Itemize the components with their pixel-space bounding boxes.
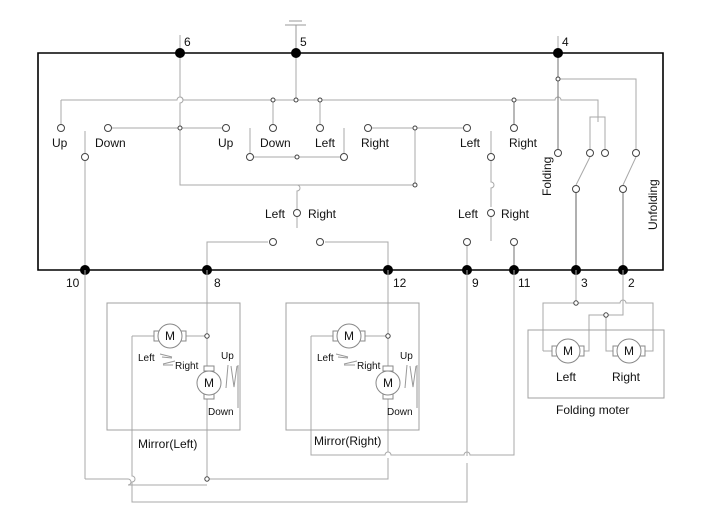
folding-motor-title: Folding moter <box>556 403 629 417</box>
wire <box>85 478 207 486</box>
motor-icon <box>157 323 183 349</box>
mirror-left: M M Left Right Up Down <box>106 302 241 431</box>
label-up: Up <box>221 351 234 362</box>
motor-icon <box>616 338 642 364</box>
wire <box>605 315 614 352</box>
arrow-icon <box>225 364 239 408</box>
label-right: Right <box>357 361 381 372</box>
arrow-icon <box>335 353 349 359</box>
label-left: Left <box>317 353 334 364</box>
pin-label-8: 8 <box>214 276 221 290</box>
label-down-1: Down <box>95 136 126 150</box>
folding-motor: M M Left Right <box>527 270 665 399</box>
pin-label-9: 9 <box>472 276 479 290</box>
pin-label-10: 10 <box>66 276 80 290</box>
motor-symbol: M <box>344 329 354 343</box>
pin6-wire <box>179 53 301 228</box>
folding-motor-box <box>527 329 665 399</box>
pin-4 <box>553 48 563 58</box>
arrow-icon <box>159 353 173 359</box>
wire <box>310 270 515 456</box>
wire <box>131 336 468 503</box>
motor-symbol: M <box>204 376 214 390</box>
label-right: Right <box>612 370 641 384</box>
label-select-right-a: Right <box>308 207 337 221</box>
pin-label-4: 4 <box>562 35 569 49</box>
pin-label-5: 5 <box>300 35 307 49</box>
wire <box>207 458 389 480</box>
wire <box>558 78 637 150</box>
label-up-1: Up <box>52 136 68 150</box>
label-select-left-a: Left <box>265 207 286 221</box>
junctions <box>177 76 561 188</box>
mirror-left-box <box>106 302 241 431</box>
switch-terminals <box>57 124 640 246</box>
wire <box>490 160 495 207</box>
junction <box>204 476 210 482</box>
motor-symbol: M <box>624 344 634 358</box>
label-up: Up <box>400 351 413 362</box>
label-down-2: Down <box>260 136 291 150</box>
top-bus <box>61 96 599 122</box>
motor-icon <box>196 370 222 396</box>
wire <box>542 299 654 352</box>
label-down: Down <box>387 407 413 418</box>
motor-symbol: M <box>563 344 573 358</box>
label-left-2: Left <box>460 136 481 150</box>
label-right-2: Right <box>509 136 538 150</box>
pin-label-12: 12 <box>393 276 407 290</box>
motor-icon <box>375 370 401 396</box>
arrow-icon <box>343 360 358 366</box>
mirror-right-box <box>285 302 420 431</box>
label-left-1: Left <box>315 136 336 150</box>
pin-label-6: 6 <box>184 35 191 49</box>
label-unfolding: Unfolding <box>646 179 660 230</box>
arrow-icon <box>162 360 176 366</box>
switch-frame <box>37 52 664 271</box>
label-folding: Folding <box>540 157 554 196</box>
unfolding-switch-blade <box>622 156 637 186</box>
arrow-icon <box>404 364 418 408</box>
label-left: Left <box>556 370 577 384</box>
label-right-1: Right <box>361 136 390 150</box>
pin-5 <box>291 48 301 58</box>
label-right: Right <box>175 361 199 372</box>
pin8-wire <box>206 241 268 270</box>
folding-switch-blade <box>575 156 591 186</box>
mirror-right-title: Mirror(Right) <box>314 434 381 448</box>
pin-label-3: 3 <box>581 276 588 290</box>
motor-icon <box>555 338 581 364</box>
pin-6 <box>175 48 185 58</box>
pin12-wire <box>325 241 389 270</box>
motor-symbol: M <box>165 329 175 343</box>
motor-symbol: M <box>383 376 393 390</box>
label-up-2: Up <box>218 136 234 150</box>
label-select-left-b: Left <box>458 207 479 221</box>
pin-label-11: 11 <box>518 276 531 290</box>
label-down: Down <box>208 407 234 418</box>
wire <box>589 116 606 150</box>
pin-label-2: 2 <box>628 276 635 290</box>
mirror-right: M M Left Right Up Down <box>285 302 420 431</box>
label-left: Left <box>138 353 155 364</box>
mirror-left-title: Mirror(Left) <box>138 437 197 451</box>
wire <box>581 270 624 352</box>
motor-icon <box>336 323 362 349</box>
label-select-right-b: Right <box>501 207 530 221</box>
